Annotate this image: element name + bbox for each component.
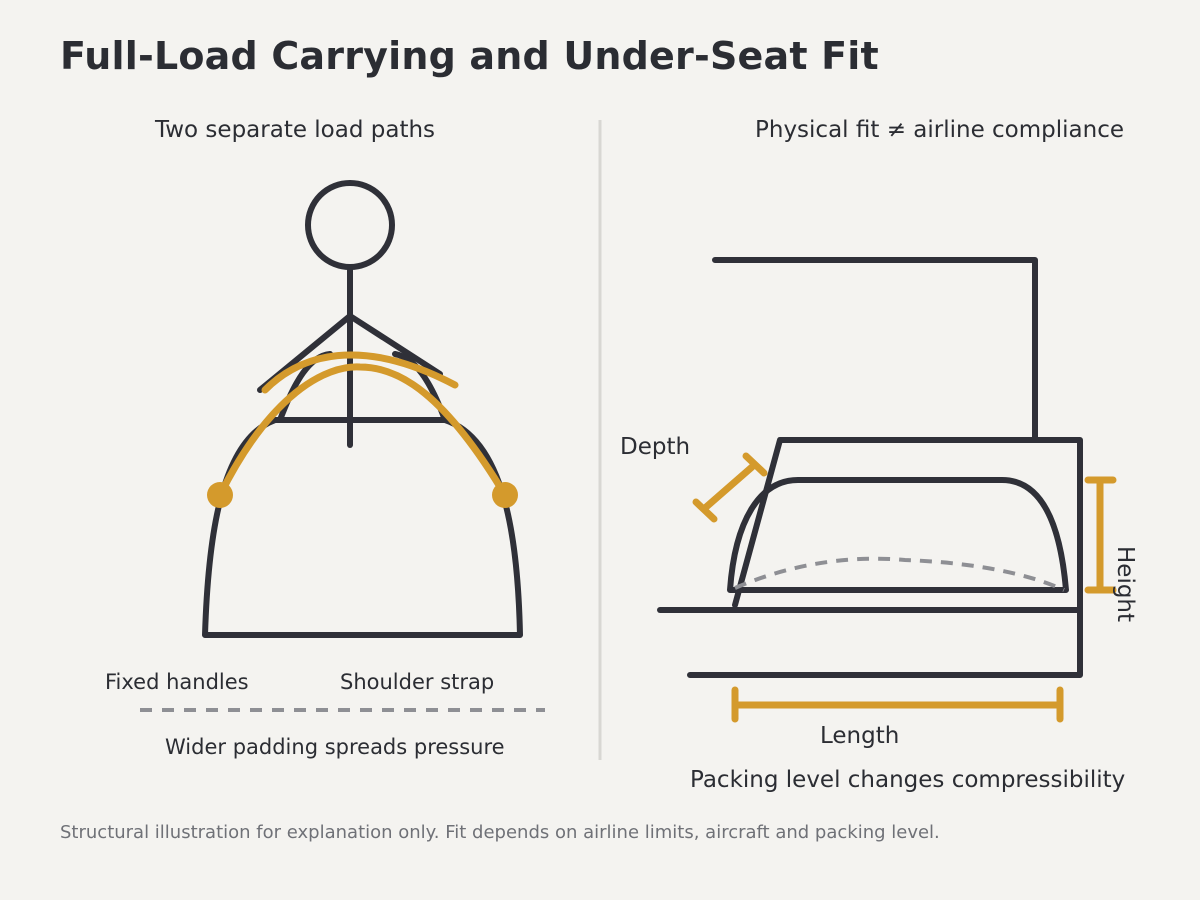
figure-head: [305, 180, 395, 270]
page-title: Full-Load Carrying and Under-Seat Fit: [60, 34, 879, 78]
height-label: Height: [1112, 546, 1138, 623]
measurement-markers: [692, 452, 1117, 723]
padding-note: Wider padding spreads pressure: [165, 735, 505, 759]
depth-label: Depth: [620, 434, 691, 460]
compressibility-arc: [734, 556, 1065, 592]
seat-diagram: [657, 257, 1083, 678]
strap-anchor-left: [207, 482, 233, 508]
depth-marker-cap-a: [692, 498, 718, 523]
footnote: Structural illustration for explanation …: [60, 822, 940, 843]
packing-note: Packing level changes compressibility: [690, 767, 1126, 793]
strap-over-shoulder: [261, 351, 459, 394]
depth-marker-cap-b: [742, 452, 768, 477]
fixed-handles-label: Fixed handles: [105, 670, 249, 694]
under-seat-bag: [727, 477, 1069, 593]
carry-figure: [202, 180, 523, 638]
left-panel-title: Two separate load paths: [155, 117, 436, 143]
shoulder-strap-label: Shoulder strap: [340, 670, 495, 694]
seat-back: [712, 257, 1038, 443]
length-label: Length: [820, 723, 900, 749]
strap-main: [216, 363, 509, 499]
figure-arms: [257, 313, 443, 393]
strap-anchor-right: [492, 482, 518, 508]
depth-marker: [701, 463, 756, 512]
shoulder-strap: [216, 351, 509, 499]
right-panel-title: Physical fit ≠ airline compliance: [755, 117, 1124, 143]
bag-body: [202, 417, 523, 638]
